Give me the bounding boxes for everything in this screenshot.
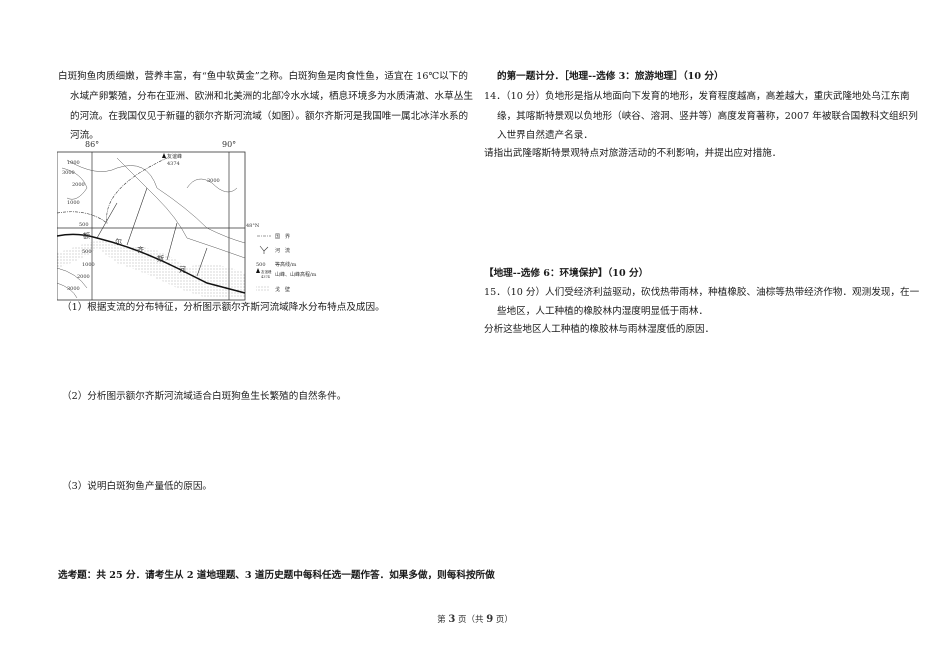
q14-line: 缘，其喀斯特景观以负地形（峡谷、溶洞、竖井等）高度发育著称，2007 年被联合国…	[497, 111, 918, 122]
elective-heading-6: 【地理--选修 6：环境保护】（10 分）	[484, 268, 649, 279]
q15-line: 15．（10 分）人们受经济利益驱动，砍伐热带雨林，种植橡胶、油棕等热带经济作物…	[484, 287, 920, 298]
contour-label: 1000	[67, 200, 80, 206]
contour-label: 3000	[67, 286, 80, 292]
contour-label: 500	[82, 249, 92, 255]
legend-contour-value: 500	[256, 262, 266, 268]
legend-peak: 山峰、山峰高程/m	[275, 271, 317, 278]
legend-border: 国 界	[275, 234, 290, 240]
legend-peak-sample: 友谊峰	[261, 269, 272, 274]
legend-contour: 等高线/m	[275, 261, 297, 268]
q15-line: 些地区，人工种植的橡胶林内湿度明显低于雨林．	[497, 306, 709, 317]
contour-label: 1000	[82, 262, 95, 268]
contour-label: 3000	[207, 178, 220, 184]
lat-label: 48°N	[246, 223, 260, 229]
q15-ask: 分析这些地区人工种植的橡胶林与雨林湿度低的原因．	[484, 324, 715, 335]
map-legend: 国 界 河 流 500 等高线/m 友谊峰 4374 山峰、山峰高程/m 戈 壁	[256, 234, 317, 293]
footer-suffix: 页）	[495, 615, 513, 625]
page-footer: 第 3 页（共 9 页）	[0, 613, 950, 625]
intro-line: 白斑狗鱼肉质细嫩，营养丰富，有“鱼中软黄金”之称。白斑狗鱼是肉食性鱼，适宜在 1…	[58, 71, 468, 82]
contour-label: 3000	[62, 170, 75, 176]
footer-mid: 页（共	[457, 615, 484, 625]
contour-label: 2000	[77, 274, 90, 280]
contour-label: 500	[79, 222, 89, 228]
legend-peak-sample-elev: 4374	[261, 275, 271, 279]
contour-label: 2000	[72, 182, 85, 188]
intro-line: 的河流。在我国仅见于新疆的额尔齐斯河流域（如图）。额尔齐斯河是我国唯一属北冰洋水…	[70, 111, 469, 122]
q14-line: 入世界自然遗产名录．	[497, 130, 593, 141]
river-label: 额	[83, 231, 90, 240]
lon-label: 90°	[221, 140, 238, 149]
river-main	[57, 233, 246, 294]
lon-label: 86°	[84, 140, 101, 149]
elective-heading-3: 的第一题计分．［地理--选修 3：旅游地理］（10 分）	[497, 71, 724, 82]
q14-ask: 请指出武隆喀斯特景观特点对旅游活动的不利影响，并提出应对措施．	[484, 148, 782, 159]
question-3: （3）说明白斑狗鱼产量低的原因。	[62, 481, 213, 492]
river-label: 斯	[157, 254, 164, 263]
legend-gobi: 戈 壁	[275, 286, 290, 293]
question-1: （1）根据支流的分布特征，分析图示额尔齐斯河流域降水分布特点及成因。	[62, 302, 385, 313]
footer-prefix: 第	[437, 615, 446, 625]
peak-name: 友谊峰	[167, 153, 182, 160]
contour-label: 1000	[67, 160, 80, 166]
legend-river: 河 流	[275, 247, 290, 254]
elective-instructions: 选考题：共 25 分．请考生从 2 道地理题、3 道历史题中每科任选一题作答．如…	[58, 570, 495, 581]
irtysh-river-map: 48°N 友谊峰 4374 1000 3000 2000 3000 1000 5…	[57, 151, 317, 301]
page-number: 3	[448, 614, 456, 625]
peak-elevation: 4374	[167, 161, 180, 167]
river-label: 尔	[115, 237, 122, 246]
river-label: 河	[179, 266, 186, 274]
river-label: 齐	[137, 245, 144, 254]
intro-line: 水域产卵繁殖，分布在亚洲、欧洲和北美洲的北部冷水水域，栖息环境多为水质清澈、水草…	[70, 91, 473, 102]
q14-line: 14．（10 分）负地形是指从地面向下发育的地形，发育程度越高，高差越大，重庆武…	[484, 91, 910, 102]
page-total: 9	[486, 614, 494, 625]
intro-line: 河流。	[70, 130, 99, 141]
gobi-area	[57, 241, 245, 298]
question-2: （2）分析图示额尔齐斯河流域适合白斑狗鱼生长繁殖的自然条件。	[62, 391, 347, 402]
